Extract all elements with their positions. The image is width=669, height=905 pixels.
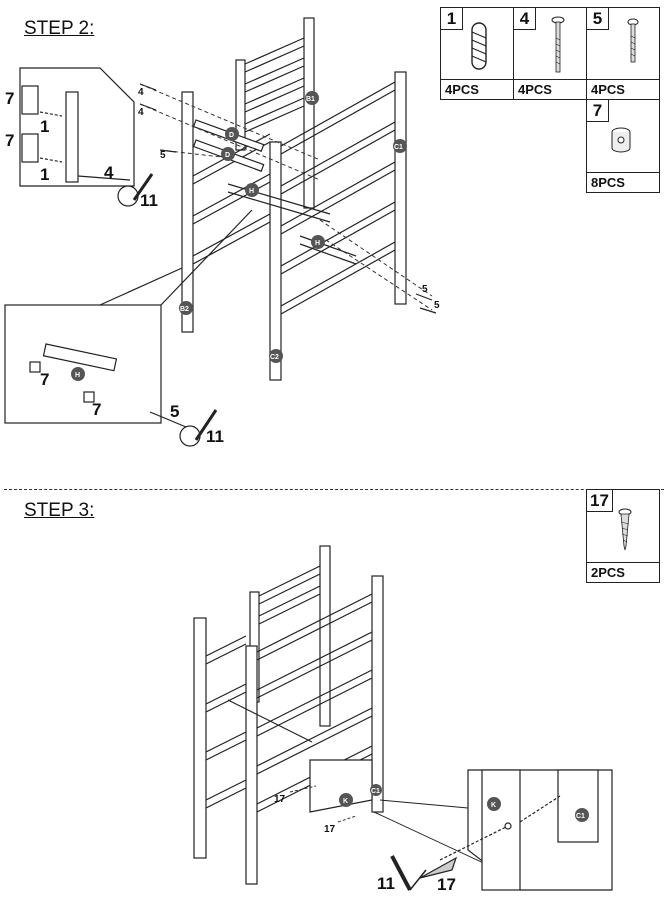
drawing-label: C2 bbox=[270, 354, 279, 361]
wrench-label: 11 bbox=[206, 427, 224, 446]
part-tag-c1: C1 bbox=[575, 808, 589, 822]
part-number: 1 bbox=[441, 8, 463, 30]
part-cell-7: 7 8PCS bbox=[586, 99, 660, 193]
drawing-label: C1 bbox=[371, 788, 380, 795]
drawing-label: H bbox=[315, 240, 320, 247]
part-number: 4 bbox=[514, 8, 536, 30]
bolt-label: 5 bbox=[160, 150, 166, 161]
nut-label: 7 bbox=[5, 89, 14, 108]
drawing-label: K bbox=[491, 802, 496, 809]
section-divider bbox=[4, 489, 664, 490]
drawing-label: D bbox=[229, 132, 234, 139]
drawing-label: D bbox=[225, 152, 230, 159]
long-bolt-icon bbox=[551, 16, 565, 73]
part-tag-h: H bbox=[311, 235, 325, 249]
part-quantity: 4PCS bbox=[587, 79, 659, 99]
post-b2 bbox=[181, 91, 194, 333]
short-bolt-icon bbox=[627, 18, 639, 63]
part-tag-k: K bbox=[339, 793, 353, 807]
part-tag-k: K bbox=[487, 797, 501, 811]
detail-inset-top bbox=[19, 67, 154, 207]
wood-screw-icon bbox=[618, 508, 632, 551]
dowel-label: 1 bbox=[40, 117, 49, 136]
dowel-label: 1 bbox=[40, 165, 49, 184]
part-tag-c1: C1 bbox=[370, 784, 382, 796]
part-tag-d: D bbox=[221, 147, 235, 161]
dowel-icon bbox=[471, 22, 487, 70]
part-tag-h: H bbox=[71, 367, 85, 381]
part-tag-c2: C2 bbox=[269, 349, 283, 363]
drawing-label: H bbox=[75, 372, 80, 379]
bolt-label: 4 bbox=[138, 107, 144, 118]
bolt-label: 4 bbox=[104, 163, 114, 182]
drawing-label: C1 bbox=[394, 144, 403, 151]
drawing-label: B2 bbox=[180, 306, 189, 313]
barrel-nut-icon bbox=[611, 127, 631, 153]
nut-label: 7 bbox=[40, 370, 49, 389]
bolt-label: 5 bbox=[170, 402, 179, 421]
part-number: 17 bbox=[587, 490, 613, 512]
step-3-title: STEP 3: bbox=[24, 500, 95, 521]
part-quantity: 4PCS bbox=[441, 79, 513, 99]
drawing-label: C1 bbox=[576, 813, 585, 820]
wrench-label: 11 bbox=[140, 191, 158, 210]
part-cell-5: 5 4PCS bbox=[586, 7, 660, 100]
part-number: 5 bbox=[587, 8, 609, 30]
screw-label: 17 bbox=[274, 794, 286, 805]
nut-label: 7 bbox=[92, 400, 101, 419]
step-2-title: STEP 2: bbox=[24, 18, 95, 39]
screw-label: 17 bbox=[324, 824, 336, 835]
part-quantity: 8PCS bbox=[587, 172, 659, 192]
detail-inset-bottom bbox=[4, 209, 253, 447]
part-cell-4: 4 4PCS bbox=[513, 7, 587, 100]
screw-label: 17 bbox=[437, 875, 456, 894]
bolt-label: 5 bbox=[422, 284, 428, 295]
detail-inset-step3 bbox=[390, 769, 613, 891]
bolt-label: 4 bbox=[138, 87, 144, 98]
drawing-label: B1 bbox=[306, 96, 315, 103]
part-tag-c1: C1 bbox=[393, 139, 407, 153]
part-tag-h: H bbox=[245, 183, 259, 197]
part-cell-17: 17 2PCS bbox=[586, 489, 660, 583]
part-number: 7 bbox=[587, 100, 609, 122]
part-tag-d: D bbox=[225, 127, 239, 141]
part-tag-b1: B1 bbox=[305, 91, 319, 105]
part-quantity: 4PCS bbox=[514, 79, 586, 99]
part-quantity: 2PCS bbox=[587, 562, 659, 582]
drawing-label: H bbox=[249, 188, 254, 195]
drawing-label: K bbox=[343, 798, 348, 805]
wrench-label: 11 bbox=[377, 874, 395, 893]
bolt-label: 5 bbox=[434, 300, 440, 311]
nut-label: 7 bbox=[5, 131, 14, 150]
panel-c1 bbox=[269, 71, 407, 381]
part-tag-b2: B2 bbox=[179, 301, 193, 315]
step-2-assembly-drawing: 4 4 5 5 5 B1 C1 D D H H B2 C2 7 7 1 1 4 … bbox=[4, 17, 440, 447]
